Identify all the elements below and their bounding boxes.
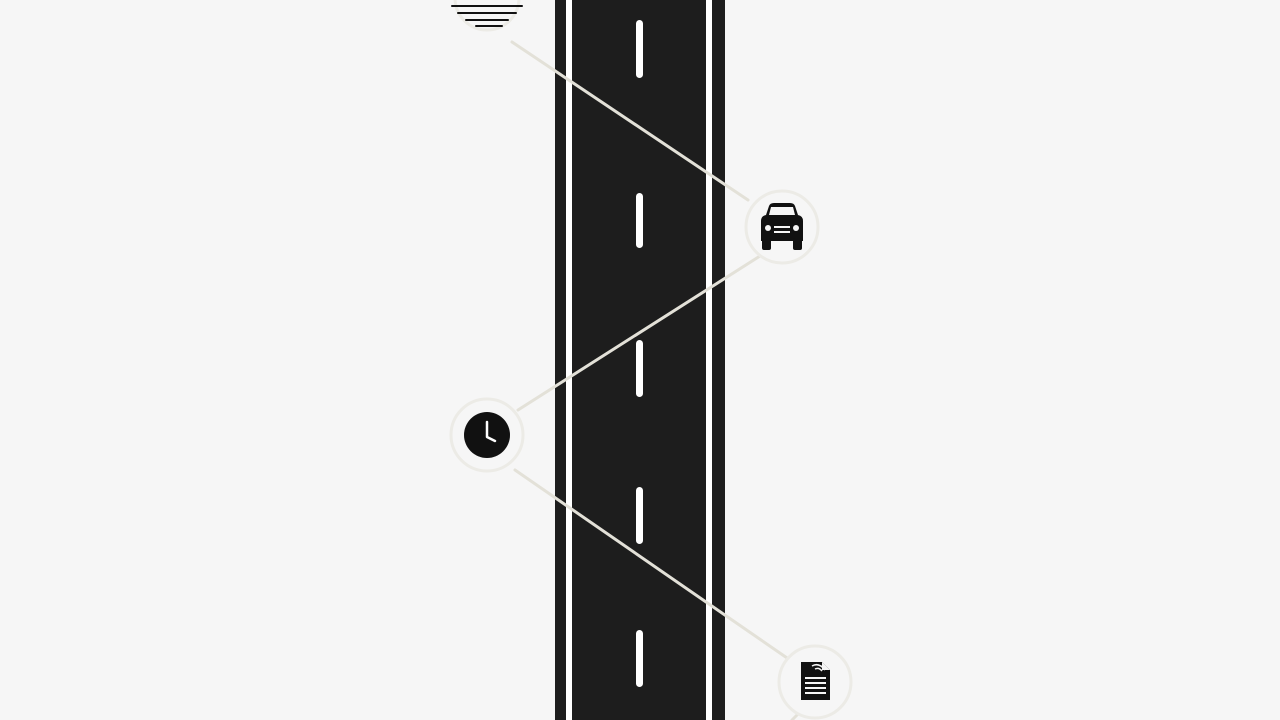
connector-clock-to-document [513,468,792,662]
connector-lines [510,40,802,720]
connector-car-to-clock [516,254,762,412]
connector-top-to-car [510,40,750,202]
lane-dash [636,487,643,544]
horizontal-lines-icon [451,5,523,27]
clock-icon [464,412,510,458]
road-right-edge-line [706,0,712,720]
clock-node [449,397,525,473]
car-front-icon [761,203,803,250]
top-node [451,0,523,32]
car-node [744,189,820,265]
document-node [777,644,853,720]
node-disc [453,0,521,32]
road-left-edge-line [566,0,572,720]
lane-dash [636,193,643,248]
lane-dash [636,630,643,687]
document-icon [801,662,830,700]
lane-dash [636,20,643,78]
road [555,0,725,720]
lane-center-dashes [636,20,643,687]
lane-dash [636,340,643,397]
